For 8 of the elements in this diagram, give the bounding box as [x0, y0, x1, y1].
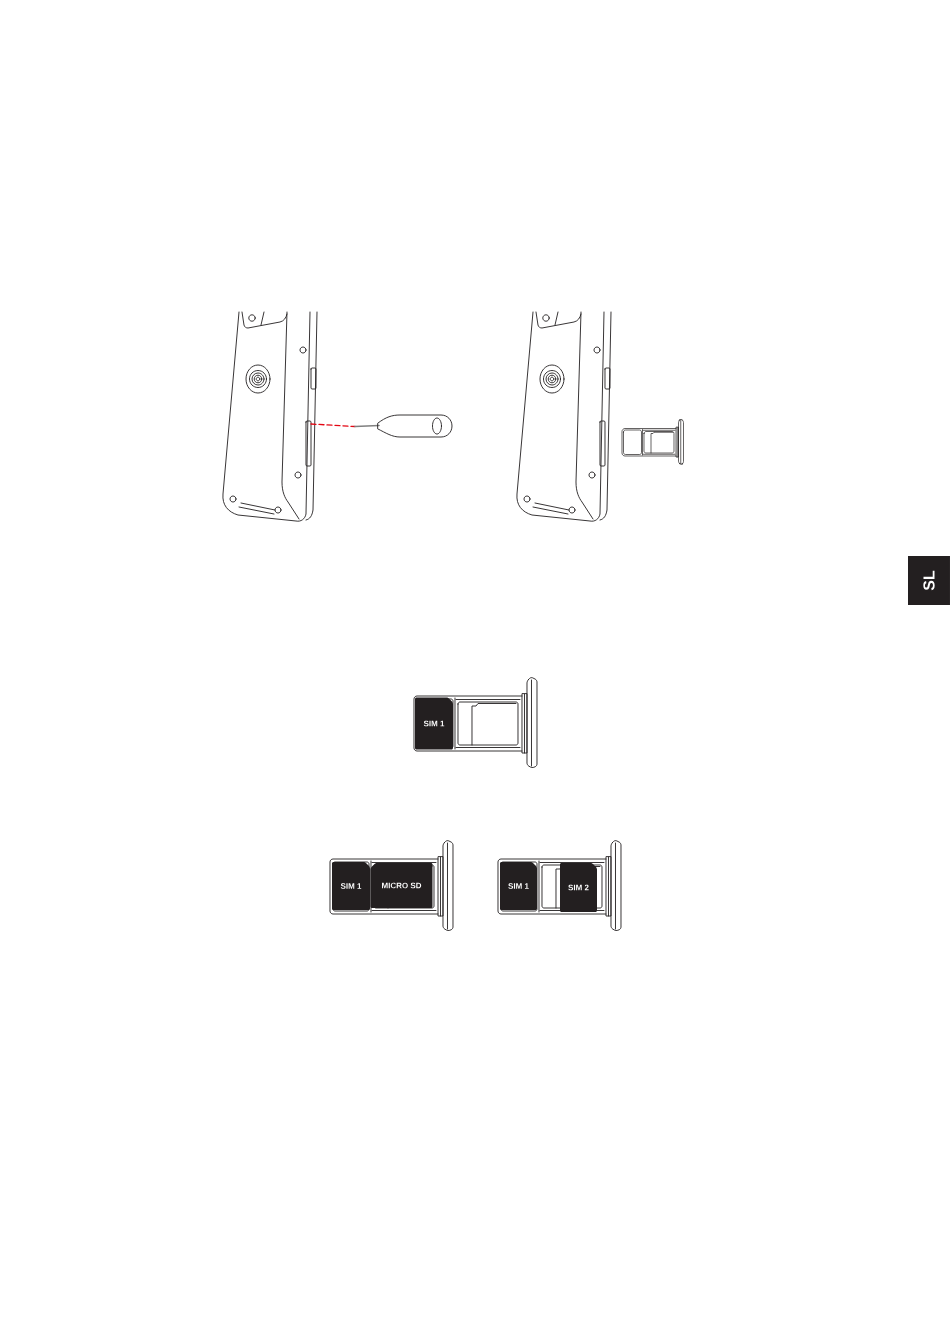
sim-card: SIM 1	[332, 862, 370, 910]
memory-card: MICRO SD	[370, 863, 433, 908]
language-tab: SL	[908, 556, 950, 605]
sim-card: SIM 1	[415, 697, 453, 750]
node-label: MICRO SD	[382, 882, 422, 889]
node-label: SIM 1	[340, 883, 362, 889]
sim-card: SIM 2	[560, 863, 597, 912]
sim-card: SIM 1	[500, 862, 537, 910]
